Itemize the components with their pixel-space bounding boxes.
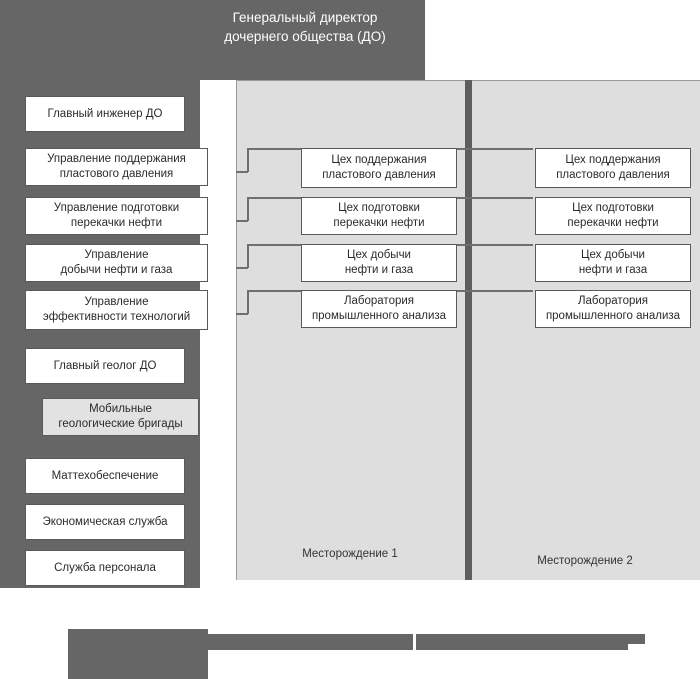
footer-block-left bbox=[68, 629, 208, 679]
sidebar-item-oil-treatment[interactable]: Управление подготовки перекачки нефти bbox=[25, 197, 208, 235]
header-background bbox=[0, 0, 425, 80]
field1-unit-reservoir-pressure[interactable]: Цех поддержания пластового давления bbox=[301, 148, 457, 188]
sidebar-item-chief-geologist[interactable]: Главный геолог ДО bbox=[25, 348, 185, 384]
connector-vertical-3 bbox=[247, 244, 249, 268]
sidebar-item-personnel-service[interactable]: Служба персонала bbox=[25, 550, 185, 586]
connector-branch-4 bbox=[247, 290, 303, 292]
field2-caption: Месторождение 2 bbox=[537, 555, 633, 567]
field2-unit-oil-gas-production[interactable]: Цех добычи нефти и газа bbox=[535, 244, 691, 282]
sidebar-item-material-support[interactable]: Маттехобеспечение bbox=[25, 458, 185, 494]
field1-caption: Месторождение 1 bbox=[302, 548, 398, 560]
field2-unit-industrial-lab[interactable]: Лаборатория промышленного анализа bbox=[535, 290, 691, 328]
page-title: Генеральный директор дочернего общества … bbox=[224, 10, 386, 44]
connector-vertical-2 bbox=[247, 197, 249, 221]
connector-stub-1 bbox=[236, 171, 248, 173]
sidebar-item-reservoir-pressure[interactable]: Управление поддержания пластового давлен… bbox=[25, 148, 208, 186]
sidebar-item-technology-efficiency[interactable]: Управление эффективности технологий bbox=[25, 290, 208, 330]
connector-stub-4 bbox=[236, 313, 248, 315]
connector-vertical-1 bbox=[247, 148, 249, 172]
footer-bar-tip bbox=[628, 634, 645, 644]
sidebar-item-economic-service[interactable]: Экономическая служба bbox=[25, 504, 185, 540]
connector-stub-3 bbox=[236, 267, 248, 269]
sidebar-item-oil-gas-production[interactable]: Управление добычи нефти и газа bbox=[25, 244, 208, 282]
field1-unit-oil-treatment[interactable]: Цех подготовки перекачки нефти bbox=[301, 197, 457, 235]
footer-bar-middle bbox=[208, 634, 413, 650]
field2-unit-oil-treatment[interactable]: Цех подготовки перекачки нефти bbox=[535, 197, 691, 235]
field-column-divider bbox=[465, 80, 472, 580]
sidebar-item-chief-engineer[interactable]: Главный инженер ДО bbox=[25, 96, 185, 132]
sidebar-item-mobile-geological-teams[interactable]: Мобильные геологические бригады bbox=[42, 398, 199, 436]
connector-stub-2 bbox=[236, 220, 248, 222]
field1-unit-oil-gas-production[interactable]: Цех добычи нефти и газа bbox=[301, 244, 457, 282]
connector-branch-2 bbox=[247, 197, 303, 199]
connector-vertical-4 bbox=[247, 290, 249, 314]
footer-bar-right bbox=[416, 634, 628, 650]
connector-branch-3 bbox=[247, 244, 303, 246]
field2-unit-reservoir-pressure[interactable]: Цех поддержания пластового давления bbox=[535, 148, 691, 188]
field1-unit-industrial-lab[interactable]: Лаборатория промышленного анализа bbox=[301, 290, 457, 328]
connector-branch-1 bbox=[247, 148, 303, 150]
